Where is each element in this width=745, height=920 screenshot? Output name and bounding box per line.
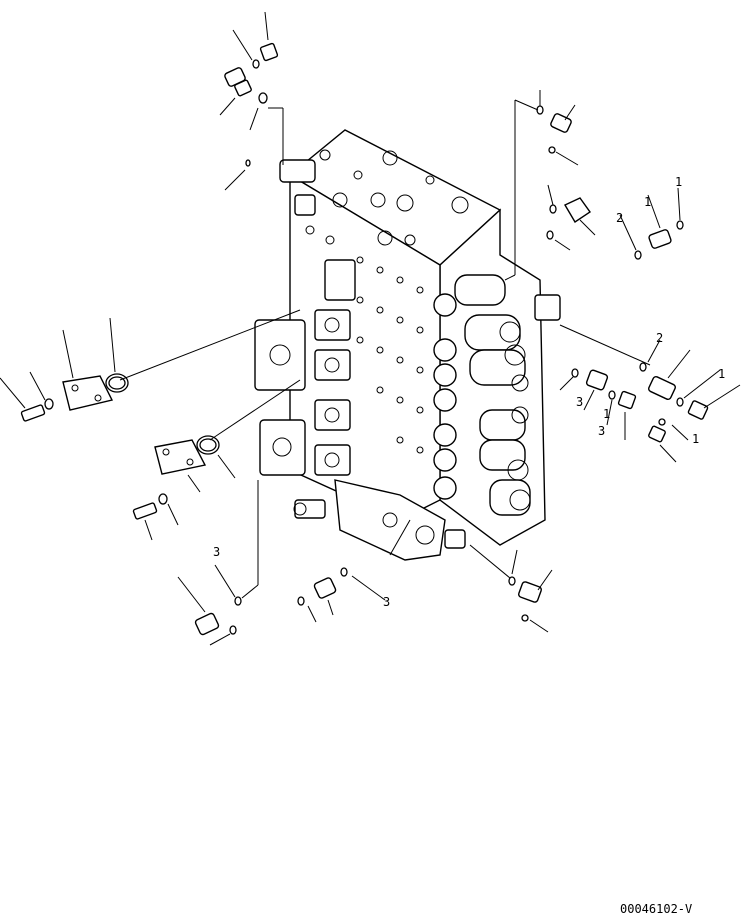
callout-3-right-b: 3 bbox=[598, 424, 605, 438]
control-valve-body bbox=[254, 129, 561, 561]
callout-3-right-a: 3 bbox=[576, 395, 583, 409]
bottom-end-plate bbox=[334, 479, 466, 561]
callout-1-right-b: 1 bbox=[603, 407, 610, 421]
left-spool-caps bbox=[254, 259, 356, 519]
callout-3-top: 2 bbox=[616, 211, 623, 225]
callout-3-bottom: 3 bbox=[383, 595, 390, 609]
callout-1-right-c: 1 bbox=[692, 432, 699, 446]
port-holes bbox=[305, 225, 424, 454]
callout-1-right: 1 bbox=[718, 367, 725, 381]
right-side-fittings bbox=[559, 187, 741, 463]
top-right-fittings bbox=[504, 90, 596, 281]
bottom-fittings bbox=[177, 480, 553, 646]
right-solenoid-stack bbox=[433, 274, 561, 516]
callout-2-top: 1 bbox=[675, 175, 682, 189]
callout-1-bottom: 3 bbox=[213, 545, 220, 559]
drawing-code: 00046102-V bbox=[620, 902, 693, 916]
callout-labels: 1 1 2 2 1 3 1 3 1 3 3 bbox=[213, 175, 725, 609]
callout-2-right: 2 bbox=[656, 331, 663, 345]
left-cover-plates bbox=[0, 309, 301, 541]
callout-1-top: 1 bbox=[644, 195, 651, 209]
top-left-fittings bbox=[219, 11, 284, 191]
